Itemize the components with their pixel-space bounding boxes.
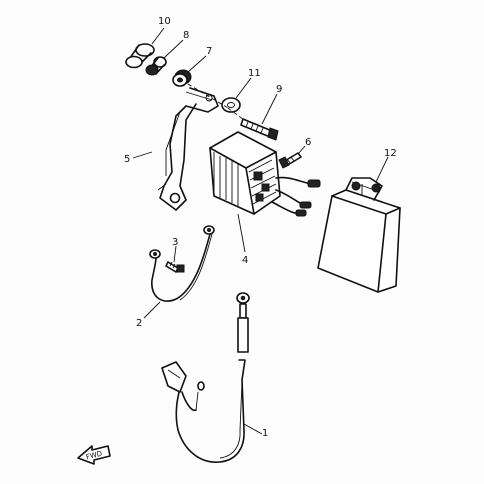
fwd-label: FWD <box>85 450 103 462</box>
callout-7: 7 <box>206 46 212 57</box>
callout-8: 8 <box>183 30 189 41</box>
part-7-grommet <box>172 69 192 87</box>
leader-5 <box>132 151 153 159</box>
callout-11: 11 <box>248 68 261 79</box>
callout-2: 2 <box>136 318 142 329</box>
leader-1 <box>243 423 263 435</box>
part-11-washer <box>221 97 241 113</box>
leader-11 <box>235 77 252 99</box>
leader-10 <box>151 27 165 45</box>
leader-2 <box>143 301 161 319</box>
part-1-battery-cable <box>161 292 250 463</box>
part-9-bolt <box>240 118 279 141</box>
part-12-box <box>317 177 401 293</box>
callout-9: 9 <box>276 84 282 95</box>
part-5-bracket <box>157 87 219 211</box>
part-6-bolt <box>278 152 302 169</box>
part-4-rectifier-regulator <box>209 131 321 217</box>
callout-3: 3 <box>172 237 178 248</box>
part-3-screw <box>165 261 185 273</box>
callout-5: 5 <box>124 154 130 165</box>
callout-10: 10 <box>158 16 171 27</box>
part-8-sleeve <box>145 56 167 76</box>
callout-6: 6 <box>305 137 311 148</box>
leader-7 <box>187 55 207 73</box>
leader-6 <box>297 145 306 155</box>
leader-3 <box>173 245 177 263</box>
leader-9 <box>261 93 278 125</box>
assembly-line-upper <box>187 83 229 109</box>
assembly-line-bolt <box>227 107 245 121</box>
callout-1: 1 <box>262 428 268 439</box>
fwd-arrow: FWD <box>77 445 111 465</box>
leader-12 <box>375 156 389 183</box>
part-10-collar <box>125 43 155 69</box>
callout-4: 4 <box>242 255 248 266</box>
callout-12: 12 <box>384 148 397 159</box>
leader-8 <box>163 39 184 59</box>
leader-4 <box>237 213 246 253</box>
part-2-ground-lead <box>149 225 215 302</box>
